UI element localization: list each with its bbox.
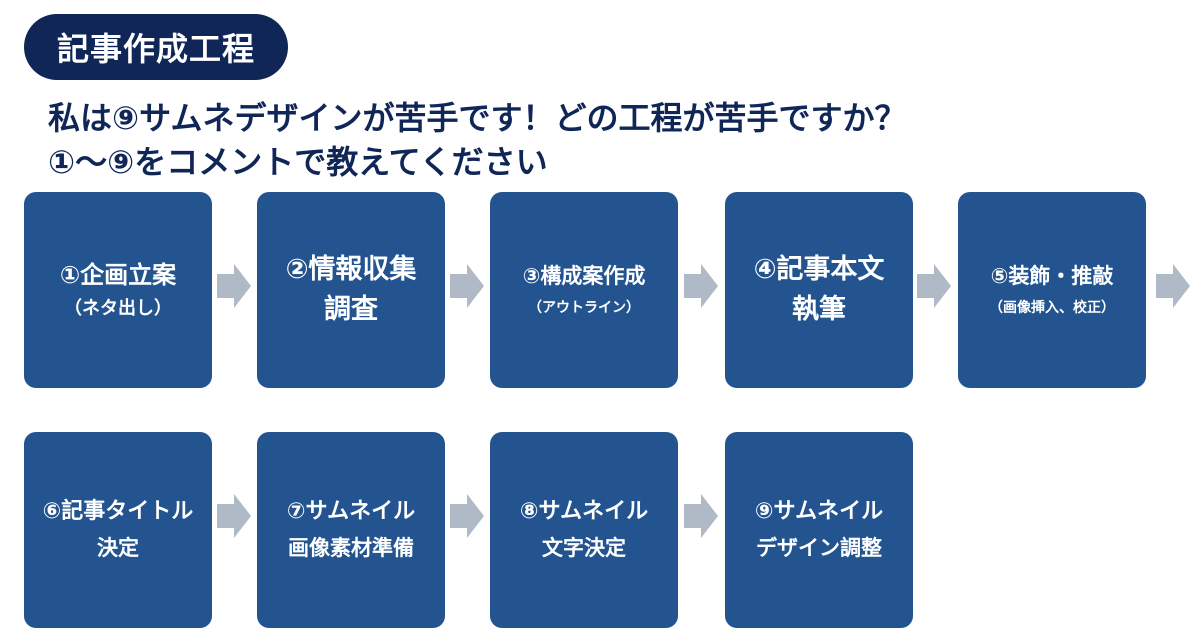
step-3-title: ③構成案作成 [522, 264, 646, 288]
step-1-subtitle: （ネタ出し） [64, 298, 172, 319]
step-5-box: ⑤装飾・推敲 （画像挿入、校正） [958, 192, 1146, 388]
question-line-2: ①〜⑨をコメントで教えてください [48, 143, 548, 181]
arrow-right-icon [1156, 264, 1190, 308]
arrow-right-icon [217, 264, 251, 308]
step-4-subtitle: 執筆 [792, 294, 846, 325]
step-6-subtitle: 決定 [97, 536, 139, 560]
step-1-box: ①企画立案 （ネタ出し） [24, 192, 212, 388]
step-9-box: ⑨サムネイル デザイン調整 [725, 432, 913, 628]
step-7-subtitle: 画像素材準備 [288, 536, 414, 560]
arrow-right-icon [684, 264, 718, 308]
step-7-box: ⑦サムネイル 画像素材準備 [257, 432, 445, 628]
step-4-box: ④記事本文 執筆 [725, 192, 913, 388]
step-2-title: ②情報収集 [285, 254, 417, 285]
step-4-title: ④記事本文 [753, 254, 885, 285]
question-text: 私は⑨サムネデザインが苦手です！どの工程が苦手ですか？ ①〜⑨をコメントで教えて… [48, 96, 906, 184]
step-5-title: ⑤装飾・推敲 [990, 264, 1114, 288]
arrow-right-icon [450, 494, 484, 538]
step-6-title: ⑥記事タイトル [42, 499, 194, 524]
step-1-title: ①企画立案 [59, 261, 177, 289]
step-8-subtitle: 文字決定 [542, 536, 626, 560]
arrow-right-icon [917, 264, 951, 308]
step-7-title: ⑦サムネイル [286, 499, 416, 524]
step-8-box: ⑧サムネイル 文字決定 [490, 432, 678, 628]
step-2-box: ②情報収集 調査 [257, 192, 445, 388]
step-2-subtitle: 調査 [324, 294, 378, 325]
arrow-right-icon [450, 264, 484, 308]
step-6-box: ⑥記事タイトル 決定 [24, 432, 212, 628]
step-5-subtitle: （画像挿入、校正） [989, 300, 1115, 316]
step-9-subtitle: デザイン調整 [756, 536, 882, 560]
question-line-1: 私は⑨サムネデザインが苦手です！どの工程が苦手ですか？ [48, 99, 907, 137]
step-9-title: ⑨サムネイル [754, 499, 884, 524]
arrow-right-icon [217, 494, 251, 538]
step-3-box: ③構成案作成 （アウトライン） [490, 192, 678, 388]
page-title: 記事作成工程 [24, 14, 288, 80]
step-3-subtitle: （アウトライン） [528, 300, 640, 316]
step-8-title: ⑧サムネイル [519, 499, 649, 524]
arrow-right-icon [684, 494, 718, 538]
